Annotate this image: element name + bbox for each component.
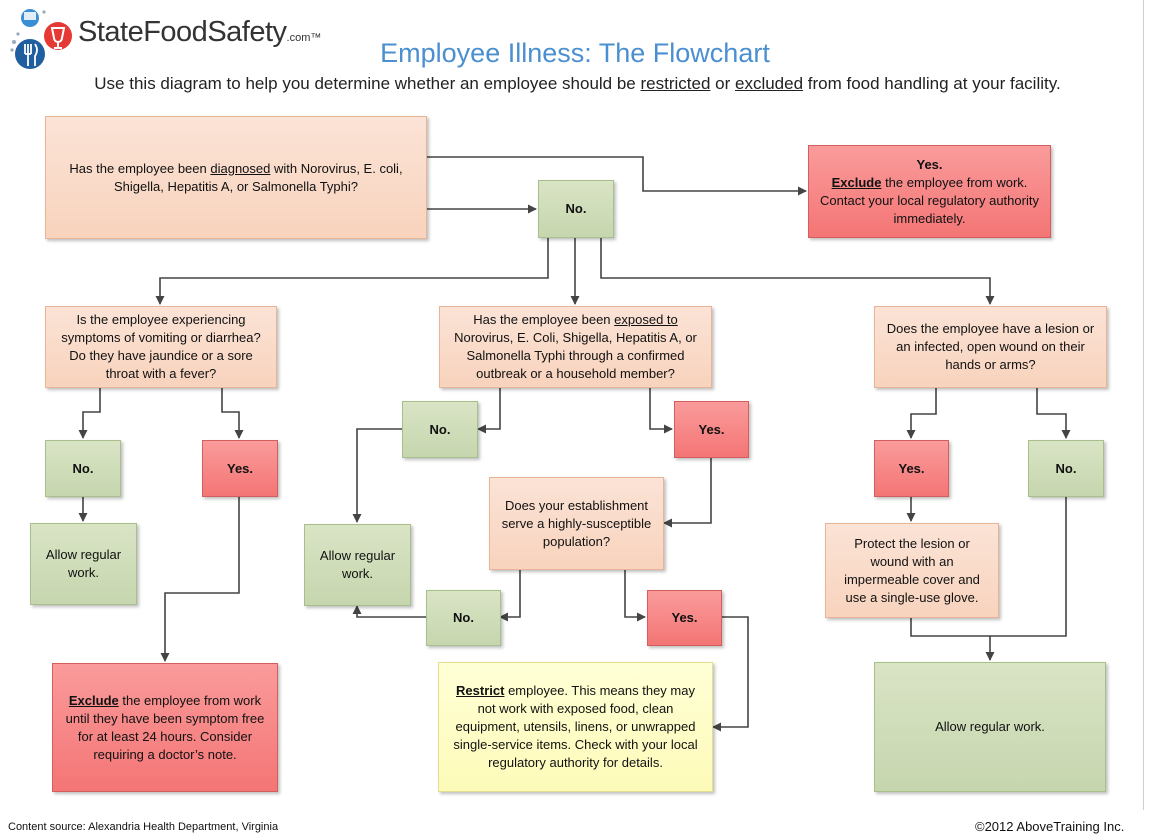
subtitle-excluded: excluded (734, 74, 804, 93)
arrow-exposed-to-yes (649, 388, 673, 434)
subtitle-restricted: restricted (640, 74, 711, 93)
arrow-symptoms-to-yes (221, 388, 244, 439)
subtitle-text-3: from food handling at your facility. (803, 74, 1061, 93)
arrow-no-to-allow-right (990, 497, 1067, 637)
answer-no-exposed: No. (402, 401, 478, 458)
result-protect-lesion: Protect the lesion or wound with an impe… (825, 523, 999, 618)
answer-no-population: No. (426, 590, 501, 646)
arrow-lesion-to-no (1036, 388, 1071, 439)
question-diagnosed-text: Has the employee been diagnosed with Nor… (69, 160, 403, 194)
result-exclude-diagnosed-text: Yes.Exclude the employee from work. Cont… (820, 156, 1039, 226)
question-diagnosed: Has the employee been diagnosed with Nor… (45, 116, 427, 239)
answer-yes-exposed: Yes. (674, 401, 749, 458)
arrow-protect-to-allow (910, 618, 995, 661)
arrow-no-to-lesion (600, 238, 995, 305)
result-exclude-symptoms-text: Exclude the employee from work until the… (65, 692, 265, 762)
subtitle-text-2: or (710, 74, 735, 93)
arrow-diagnosed-to-yes (427, 156, 807, 196)
arrow-population-to-yes (624, 570, 646, 622)
page-title: Employee Illness: The Flowchart (380, 38, 770, 68)
question-population: Does your establishment serve a highly-s… (489, 477, 664, 570)
answer-yes-symptoms: Yes. (202, 440, 278, 497)
answer-no-lesion: No. (1028, 440, 1104, 497)
arrow-population-to-no (499, 570, 521, 622)
result-allow-regular-work-mid: Allow regular work. (304, 524, 411, 606)
result-allow-regular-work-right: Allow regular work. (874, 662, 1106, 792)
arrow-symptoms-to-no (78, 388, 101, 439)
logo-suffix: .com™ (286, 32, 322, 44)
logo-wordmark: StateFoodSafety.com™ (78, 16, 321, 49)
answer-no-symptoms: No. (45, 440, 121, 497)
content-source: Content source: Alexandria Health Depart… (8, 821, 279, 833)
question-symptoms: Is the employee experiencing symptoms of… (45, 306, 277, 388)
logo-icon (10, 9, 72, 69)
result-allow-regular-work-left: Allow regular work. (30, 523, 137, 605)
result-restrict: Restrict employee. This means they may n… (438, 662, 713, 792)
arrow-yes-to-restrict (712, 616, 749, 732)
result-restrict-text: Restrict employee. This means they may n… (453, 683, 698, 770)
subtitle-text-1: Use this diagram to help you determine w… (94, 74, 641, 93)
copyright: ©2012 AboveTraining Inc. (975, 819, 1125, 834)
page-border (1143, 0, 1144, 810)
result-exclude-symptoms: Exclude the employee from work until the… (52, 663, 278, 792)
arrow-no-to-allow-mid (352, 428, 402, 523)
question-exposed: Has the employee been exposed to Norovir… (439, 306, 712, 388)
question-exposed-text: Has the employee been exposed to Norovir… (454, 312, 697, 381)
arrow-yes-to-population (663, 457, 712, 528)
arrow-exposed-to-no (477, 388, 501, 434)
result-exclude-diagnosed: Yes.Exclude the employee from work. Cont… (808, 145, 1051, 238)
answer-no-diagnosed: No. (538, 180, 614, 238)
page-subtitle: Use this diagram to help you determine w… (0, 74, 1155, 94)
question-lesion: Does the employee have a lesion or an in… (874, 306, 1107, 388)
answer-yes-lesion: Yes. (874, 440, 949, 497)
arrow-no-to-symptoms (155, 238, 549, 305)
answer-yes-population: Yes. (647, 590, 722, 646)
arrow-yes-to-exclude (160, 497, 240, 662)
logo-brand: StateFoodSafety (78, 16, 287, 48)
arrow-lesion-to-yes (906, 388, 937, 439)
arrow-no-to-allow-mid-2 (352, 605, 426, 618)
